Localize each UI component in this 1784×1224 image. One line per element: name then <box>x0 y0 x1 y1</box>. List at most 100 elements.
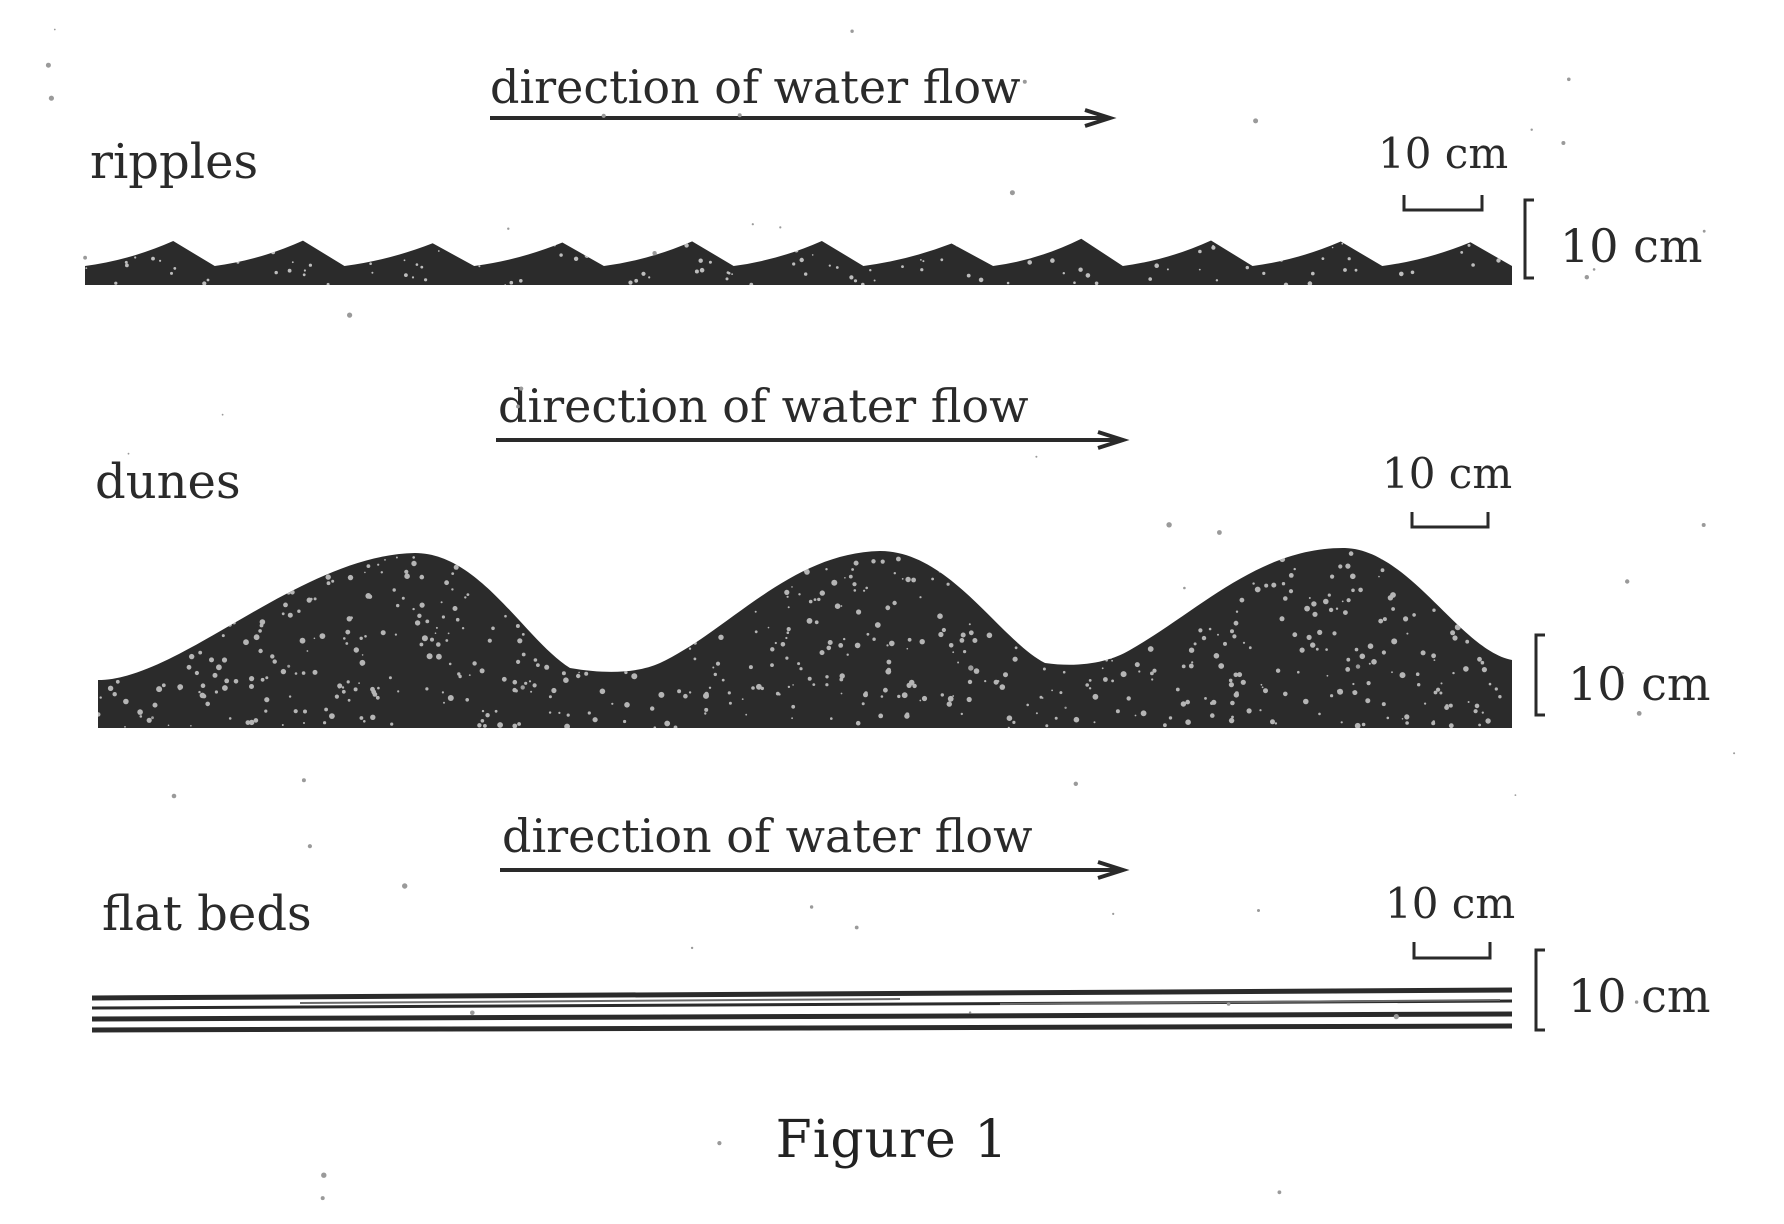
texture-speck <box>271 250 276 255</box>
texture-speck <box>146 642 150 646</box>
texture-speck <box>280 668 287 675</box>
texture-speck <box>1027 260 1032 265</box>
noise-speck <box>48 95 55 101</box>
texture-speck <box>232 621 236 625</box>
texture-speck <box>640 594 646 600</box>
texture-speck <box>746 577 749 579</box>
texture-speck <box>1045 724 1049 728</box>
texture-speck <box>306 650 309 652</box>
texture-speck <box>258 629 262 633</box>
texture-speck <box>420 265 424 269</box>
texture-speck <box>1180 701 1187 707</box>
texture-speck <box>1140 710 1147 717</box>
texture-speck <box>972 638 978 643</box>
texture-speck <box>1185 719 1191 725</box>
texture-speck <box>1359 653 1366 660</box>
texture-speck <box>1139 259 1143 263</box>
texture-speck <box>1500 573 1503 575</box>
texture-speck <box>1271 582 1277 588</box>
texture-speck <box>107 685 114 691</box>
texture-speck <box>1460 251 1464 254</box>
texture-speck <box>1279 616 1285 622</box>
texture-speck <box>905 576 911 583</box>
texture-speck <box>1426 583 1432 589</box>
texture-speck <box>477 723 482 728</box>
texture-speck <box>819 590 825 596</box>
texture-speck <box>298 547 303 549</box>
texture-speck <box>487 638 492 643</box>
texture-speck <box>131 629 135 633</box>
texture-speck <box>319 633 326 639</box>
flow-arrow-dunes <box>496 430 1130 450</box>
texture-speck <box>512 723 518 728</box>
texture-speck <box>901 692 908 699</box>
texture-speck <box>991 598 998 605</box>
texture-speck <box>1429 242 1433 246</box>
texture-speck <box>1467 701 1470 703</box>
texture-speck <box>925 556 929 560</box>
texture-speck <box>371 689 377 695</box>
texture-speck <box>1158 578 1160 581</box>
texture-speck <box>468 674 471 676</box>
texture-speck <box>270 654 275 659</box>
texture-speck <box>1335 607 1339 610</box>
ripple-bed-profile <box>85 238 1512 285</box>
texture-speck <box>1006 715 1013 721</box>
noise-speck <box>751 223 754 226</box>
texture-speck <box>233 679 239 684</box>
panel-ripples: direction of water flow ripples 10 cm 10… <box>85 60 1703 285</box>
noise-speck <box>1530 128 1533 131</box>
texture-speck <box>1330 574 1335 579</box>
texture-speck <box>1432 608 1436 612</box>
scale-h-label-ripples: 10 cm <box>1378 129 1508 178</box>
texture-speck <box>1281 582 1286 586</box>
texture-speck <box>892 244 896 248</box>
texture-speck <box>1350 573 1356 580</box>
texture-speck <box>937 613 943 619</box>
texture-speck <box>1425 565 1431 571</box>
texture-speck <box>146 717 152 723</box>
texture-speck <box>1270 719 1275 725</box>
texture-speck <box>610 628 615 633</box>
texture-speck <box>545 595 550 601</box>
texture-speck <box>976 593 982 600</box>
texture-speck <box>1163 723 1167 728</box>
texture-speck <box>1417 683 1421 687</box>
texture-speck <box>1293 567 1296 571</box>
texture-speck <box>1193 570 1196 574</box>
texture-speck <box>401 596 405 600</box>
noise-speck <box>151 716 154 720</box>
texture-speck <box>1275 668 1281 673</box>
texture-speck <box>1115 553 1121 559</box>
texture-speck <box>1494 687 1498 691</box>
texture-speck <box>237 599 243 604</box>
texture-speck <box>587 711 591 715</box>
texture-speck <box>772 252 776 256</box>
texture-speck <box>451 547 457 550</box>
texture-speck <box>1259 709 1262 712</box>
texture-speck <box>831 579 838 586</box>
texture-speck <box>1168 580 1174 586</box>
texture-speck <box>1021 248 1026 253</box>
texture-speck <box>114 281 118 285</box>
texture-speck <box>528 680 532 683</box>
texture-speck <box>664 653 668 657</box>
texture-speck <box>1499 645 1504 650</box>
texture-speck <box>688 691 692 694</box>
texture-speck <box>512 561 515 564</box>
texture-speck <box>412 607 415 611</box>
texture-speck <box>414 620 421 626</box>
texture-speck <box>873 279 876 282</box>
texture-speck <box>125 263 129 268</box>
texture-speck <box>756 683 762 690</box>
texture-speck <box>589 547 595 552</box>
texture-speck <box>566 713 570 717</box>
texture-speck <box>1403 616 1409 622</box>
texture-speck <box>424 278 428 282</box>
texture-speck <box>211 544 214 547</box>
texture-speck <box>543 567 545 570</box>
texture-speck <box>364 635 367 638</box>
texture-speck <box>1471 263 1475 267</box>
texture-speck <box>291 261 294 264</box>
